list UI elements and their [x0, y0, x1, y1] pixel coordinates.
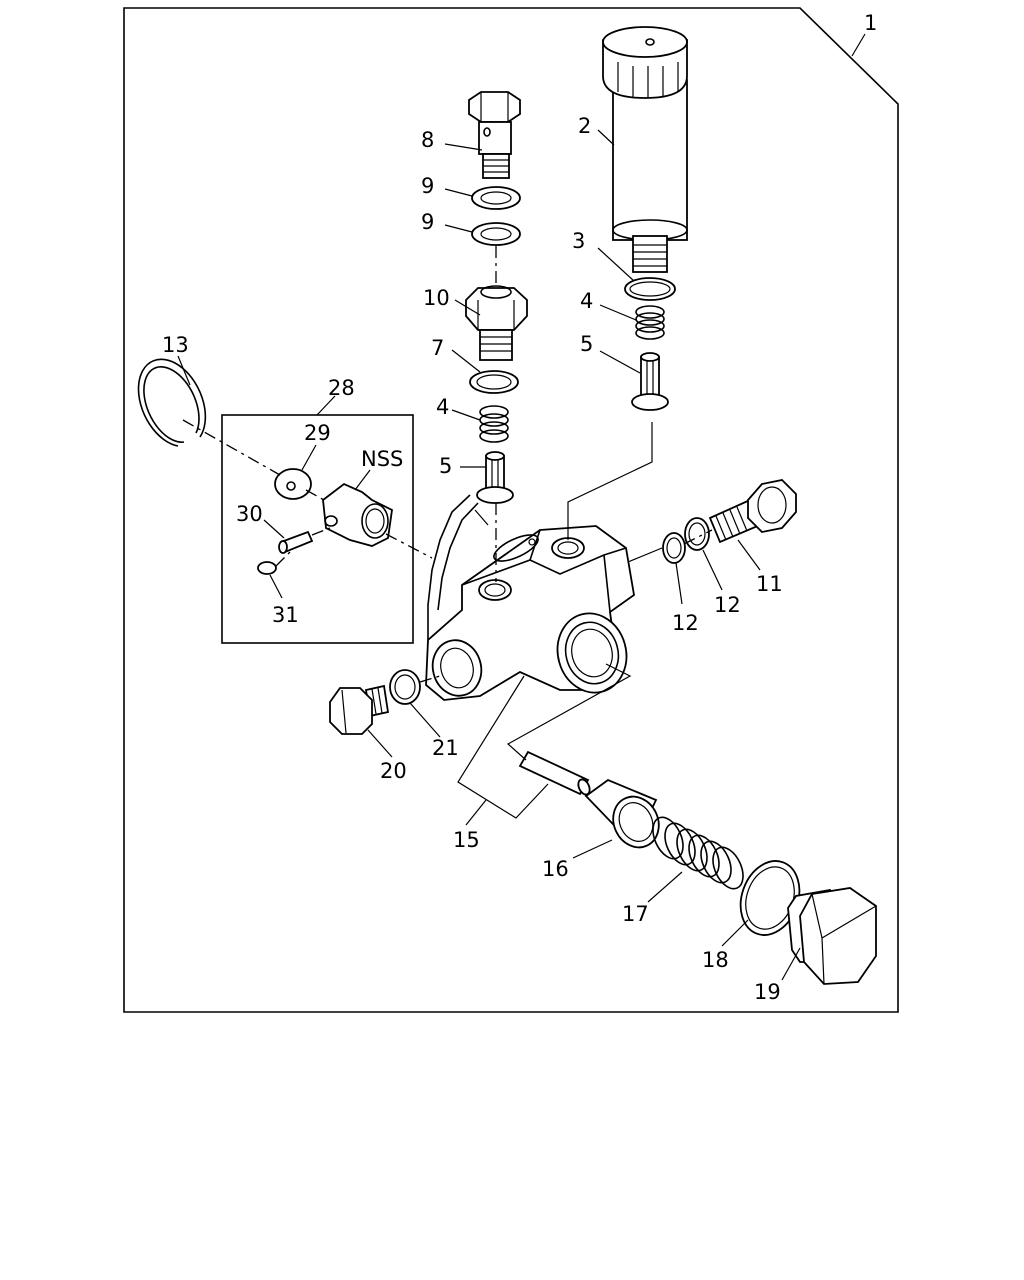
pin-30	[278, 530, 314, 554]
plug-bolt-20	[329, 684, 390, 735]
leader-4a	[599, 304, 637, 321]
callout-11: 11	[756, 572, 783, 596]
spring-17	[652, 816, 744, 890]
leader-21	[409, 702, 441, 738]
o-ring-3	[624, 277, 676, 301]
tappet-nss	[322, 482, 393, 547]
callout-31: 31	[272, 603, 299, 627]
leader-16	[572, 839, 613, 859]
path-15	[457, 675, 549, 819]
callout-21: 21	[432, 736, 459, 760]
centerline-12	[683, 529, 713, 545]
callout-17: 17	[622, 902, 649, 926]
callout-10: 10	[423, 286, 450, 310]
leader-19	[781, 947, 801, 981]
leader-11	[737, 539, 761, 571]
callout-4a: 4	[580, 289, 593, 313]
path-bolt11	[627, 547, 663, 563]
callout-4b: 4	[436, 395, 449, 419]
leader-31	[269, 574, 283, 599]
leader-1	[851, 33, 866, 57]
leader-7	[451, 349, 481, 373]
callout-28: 28	[328, 376, 355, 400]
callout-13: 13	[162, 333, 189, 357]
callout-15: 15	[453, 828, 480, 852]
check-valve-5-right	[631, 352, 669, 411]
leader-4b	[451, 409, 481, 421]
callout-1: 1	[864, 11, 877, 35]
path-right-valve	[567, 422, 653, 540]
o-ring-7	[469, 370, 519, 394]
callout-8: 8	[421, 128, 434, 152]
diagram-frame	[123, 7, 899, 1013]
leader-2	[597, 129, 615, 146]
callout-30: 30	[236, 502, 263, 526]
callout-7: 7	[431, 336, 444, 360]
leader-30	[263, 519, 285, 539]
callout-nss: NSS	[361, 447, 403, 471]
leader-nss	[354, 469, 371, 491]
callout-12a: 12	[672, 611, 699, 635]
sleeve-16	[584, 778, 660, 849]
leader-13	[177, 355, 191, 386]
leader-12a	[675, 562, 683, 605]
banjo-bolt-8	[468, 91, 521, 179]
leader-28	[316, 395, 336, 416]
callout-5b: 5	[439, 454, 452, 478]
spring-4-right	[635, 305, 665, 340]
leader-10	[454, 299, 481, 316]
washer-12-left	[662, 532, 686, 564]
pin-15	[518, 750, 591, 796]
priming-pump-part	[602, 26, 688, 273]
leader-8	[444, 143, 483, 151]
leader-9a	[444, 188, 473, 197]
disc-31	[257, 561, 277, 575]
path-16	[506, 663, 632, 761]
callout-12b: 12	[714, 593, 741, 617]
leader-17	[647, 871, 683, 903]
plug-19	[787, 887, 877, 985]
centerline-13	[182, 419, 281, 476]
callout-9b: 9	[421, 210, 434, 234]
callout-5a: 5	[580, 332, 593, 356]
connector-10	[465, 285, 528, 361]
centerline-31	[275, 551, 291, 567]
callout-16: 16	[542, 857, 569, 881]
path-left-dash-body	[474, 509, 489, 526]
callout-20: 20	[380, 759, 407, 783]
callout-2: 2	[578, 114, 591, 138]
spring-4-left	[479, 405, 509, 443]
leader-3	[597, 247, 635, 282]
callout-18: 18	[702, 948, 729, 972]
washer-9-upper	[471, 186, 521, 210]
centerline-29	[305, 489, 325, 501]
leader-9b	[444, 224, 473, 233]
leader-29	[301, 444, 317, 471]
leader-12b	[702, 549, 723, 591]
centerline-30	[311, 527, 331, 536]
callout-29: 29	[304, 421, 331, 445]
washer-9-lower	[471, 222, 521, 246]
check-valve-5-left	[476, 451, 514, 504]
centerline-tappet	[385, 533, 433, 559]
washer-21	[389, 669, 421, 705]
roller-29	[274, 468, 312, 500]
callout-19: 19	[754, 980, 781, 1004]
callout-9a: 9	[421, 174, 434, 198]
leader-18	[721, 919, 749, 947]
leader-20	[367, 729, 393, 758]
bolt-11	[708, 479, 797, 544]
pump-body	[425, 494, 635, 701]
washer-12-right	[684, 517, 710, 551]
centerline-21	[419, 675, 441, 683]
leader-15	[465, 799, 487, 826]
callout-3: 3	[572, 229, 585, 253]
leader-5a	[599, 350, 641, 374]
snap-ring-13	[137, 358, 207, 447]
